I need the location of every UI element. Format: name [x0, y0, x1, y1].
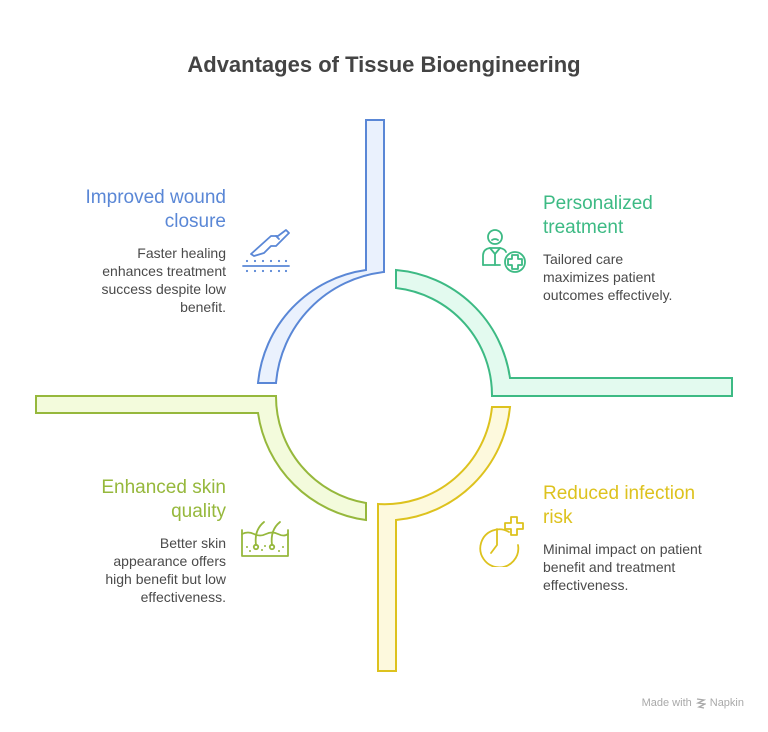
- item-heading: Personalized treatment: [543, 192, 743, 240]
- heading-line: Personalized: [543, 193, 653, 214]
- footer-brand: Napkin: [709, 697, 744, 709]
- desc-line: success despite low: [101, 281, 226, 297]
- item-reduced-infection-risk: Reduced infection risk Minimal impact on…: [543, 482, 753, 594]
- desc-line: benefit and treatment: [543, 559, 676, 575]
- desc-line: Minimal impact on patient: [543, 541, 702, 557]
- item-improved-wound-closure: Improved wound closure Faster healing en…: [40, 186, 226, 316]
- scalpel-icon: [242, 229, 290, 273]
- patient-plus-icon: [482, 229, 526, 273]
- desc-line: Faster healing: [137, 245, 226, 261]
- segment-enhanced-skin-quality: [35, 395, 367, 522]
- segment-personalized-treatment: [395, 268, 733, 397]
- desc-line: high benefit but low: [105, 571, 226, 587]
- desc-line: appearance offers: [113, 553, 226, 569]
- item-personalized-treatment: Personalized treatment Tailored care max…: [543, 192, 743, 304]
- footer-text: Made with: [641, 697, 692, 709]
- heading-line: closure: [164, 211, 226, 232]
- napkin-logo-icon: [695, 698, 706, 709]
- item-enhanced-skin-quality: Enhanced skin quality Better skin appear…: [40, 476, 226, 606]
- segment-reduced-infection-risk: [377, 406, 512, 672]
- heading-line: Enhanced skin: [101, 477, 226, 498]
- desc-line: effectiveness.: [543, 577, 629, 593]
- item-description: Minimal impact on patient benefit and tr…: [543, 540, 753, 594]
- desc-line: maximizes patient: [543, 269, 656, 285]
- segment-improved-wound-closure: [256, 119, 385, 384]
- desc-line: Better skin: [159, 535, 226, 551]
- item-heading: Reduced infection risk: [543, 482, 753, 530]
- item-heading: Improved wound closure: [40, 186, 226, 234]
- heading-line: treatment: [543, 217, 624, 238]
- heading-line: Improved wound: [85, 187, 226, 208]
- desc-line: outcomes effectively.: [543, 287, 673, 303]
- heading-line: risk: [543, 507, 573, 528]
- desc-line: enhances treatment: [102, 263, 226, 279]
- diagram-title: Advantages of Tissue Bioengineering: [187, 52, 581, 77]
- desc-line: benefit.: [180, 299, 226, 315]
- clock-plus-icon: [479, 516, 524, 567]
- made-with-napkin: Made with Napkin: [642, 697, 744, 709]
- item-description: Tailored care maximizes patient outcomes…: [543, 250, 743, 304]
- item-heading: Enhanced skin quality: [40, 476, 226, 524]
- item-description: Better skin appearance offers high benef…: [40, 534, 226, 606]
- item-description: Faster healing enhances treatment succes…: [40, 244, 226, 316]
- desc-line: effectiveness.: [140, 589, 226, 605]
- heading-line: Reduced infection: [543, 483, 696, 504]
- desc-line: Tailored care: [543, 251, 624, 267]
- heading-line: quality: [171, 501, 226, 522]
- skin-layers-icon: [241, 521, 289, 557]
